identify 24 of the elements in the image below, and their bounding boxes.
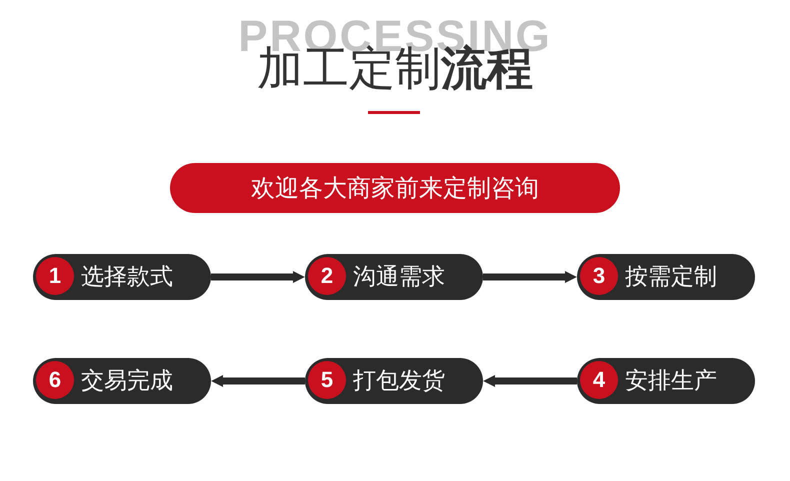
arrow xyxy=(211,375,305,387)
banner-text: 欢迎各大商家前来定制咨询 xyxy=(250,173,540,204)
step-number-circle: 3 xyxy=(580,257,618,295)
step-number-circle: 6 xyxy=(36,361,74,399)
step-pill xyxy=(577,358,755,404)
banner-pill xyxy=(170,163,620,213)
arrow xyxy=(483,375,577,387)
step-number-circle: 5 xyxy=(308,361,346,399)
step-label: 选择款式 xyxy=(81,263,173,292)
step-label: 按需定制 xyxy=(625,263,717,292)
step-pill xyxy=(577,254,755,300)
step-number-circle: 1 xyxy=(36,257,74,295)
step-label: 打包发货 xyxy=(353,367,445,396)
step-pill xyxy=(33,254,211,300)
step-pill xyxy=(305,254,483,300)
arrow xyxy=(483,271,577,283)
step-number-circle: 4 xyxy=(580,361,618,399)
step-number-circle: 2 xyxy=(308,257,346,295)
step-label: 沟通需求 xyxy=(353,263,445,292)
step-label: 安排生产 xyxy=(625,367,717,396)
step-pill xyxy=(33,358,211,404)
step-label: 交易完成 xyxy=(81,367,173,396)
step-pill xyxy=(305,358,483,404)
arrow xyxy=(211,271,305,283)
